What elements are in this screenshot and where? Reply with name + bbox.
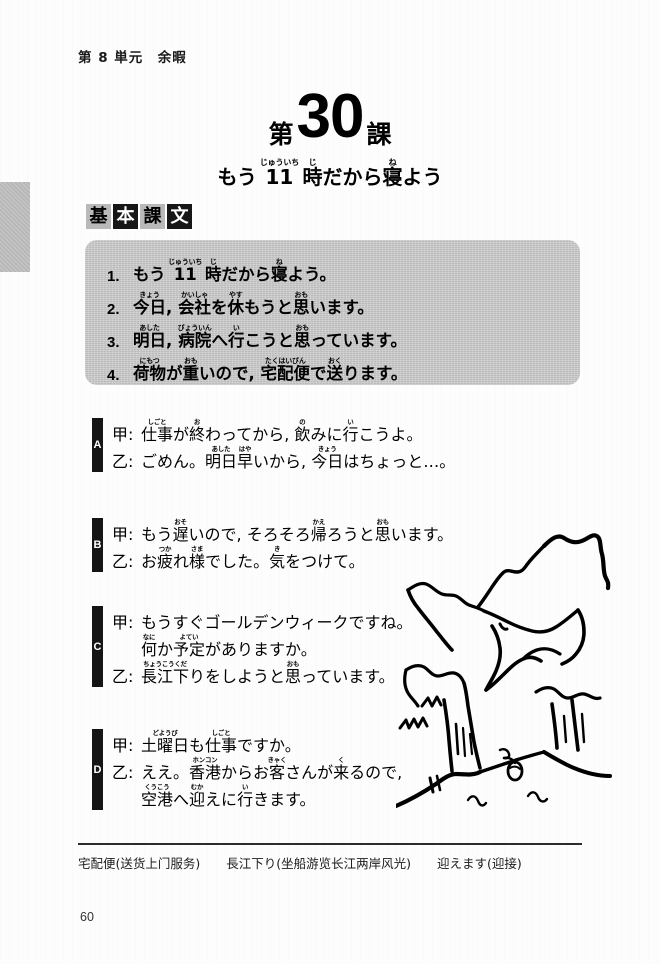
sentence-text: 今日きょう, 会社かいしゃを休やすもうと思おもいます。 [133, 291, 374, 317]
basic-sentence-row: 4. 荷物にもつが重おもいので, 宅配便たくはいびんで送おくります。 [85, 351, 580, 384]
speaker-label: 甲: [112, 425, 134, 444]
dialogue-text: 土曜日どようびも仕事しごとですか。 [141, 729, 301, 755]
dialogue-line: 空港くうこうへ迎むかえに行いきます。 [112, 783, 402, 810]
heading-char-4: 文 [167, 204, 192, 229]
dialogue-lines: 甲: 土曜日どようびも仕事しごとですか。 乙: ええ。香港ホンコンからお客きゃく… [103, 729, 402, 810]
dialogue-block-b: B 甲: もう遅おそいので, そろそろ帰かえろうと思おもいます。 乙: お疲つか… [92, 518, 453, 572]
dialogue-line: 乙: 長江下ちょうこうくだりをしようと思おもっています。 [112, 660, 413, 687]
dialogue-text: 仕事しごとが終おわってから, 飲のみに行いこうよ。 [141, 418, 423, 444]
dialogue-marker-d: D [92, 729, 103, 810]
lesson-title-prefix: 第 [268, 120, 294, 149]
dialogue-block-d: D 甲: 土曜日どようびも仕事しごとですか。 乙: ええ。香港ホンコンからお客き… [92, 729, 402, 810]
dialogue-lines: 甲: もうすぐゴールデンウィークですね。 何なにか予定よていがありますか。 乙:… [103, 606, 413, 687]
dialogue-block-c: C 甲: もうすぐゴールデンウィークですね。 何なにか予定よていがありますか。 … [92, 606, 413, 687]
speaker-label: 乙: [112, 763, 134, 782]
lesson-subtitle-ruby: もう 11じゅういち 時じだから寝ねよう [217, 158, 443, 189]
lesson-subtitle: もう 11じゅういち 時じだから寝ねよう [0, 158, 660, 190]
dialogue-text: もう遅おそいので, そろそろ帰かえろうと思おもいます。 [141, 518, 454, 544]
dialogue-line: 甲: 仕事しごとが終おわってから, 飲のみに行いこうよ。 [112, 418, 455, 445]
footnote-item: 長江下り(坐船游览长江两岸风光) [226, 856, 412, 871]
dialogue-text: 空港くうこうへ迎むかえに行いきます。 [141, 783, 316, 809]
dialogue-lines: 甲: 仕事しごとが終おわってから, 飲のみに行いこうよ。 乙: ごめん。明日あし… [103, 418, 455, 472]
speaker-label: 甲: [112, 736, 134, 755]
dialogue-lines: 甲: もう遅おそいので, そろそろ帰かえろうと思おもいます。 乙: お疲つかれ様… [103, 518, 453, 572]
dialogue-text: 長江下ちょうこうくだりをしようと思おもっています。 [141, 660, 395, 686]
lesson-title-suffix: 課 [366, 120, 392, 149]
footnote-divider [78, 843, 582, 845]
speaker-label: 乙: [112, 667, 134, 686]
dialogue-line: 甲: もう遅おそいので, そろそろ帰かえろうと思おもいます。 [112, 518, 453, 545]
unit-header: 第 8 単元 余暇 [78, 50, 187, 66]
page-number: 60 [80, 910, 94, 924]
basic-sentences-panel: 1. もう 11じゅういち 時じだから寝ねよう。 2. 今日きょう, 会社かいし… [85, 240, 580, 385]
dialogue-text: ごめん。明日あした早はやいから, 今日きょうはちょっと…。 [141, 445, 456, 471]
section-heading-kihon-kabun: 基 本 課 文 [86, 204, 192, 229]
yangtze-gorges-illustration [396, 533, 612, 809]
dialogue-text: 何なにか予定よていがありますか。 [141, 633, 317, 659]
heading-char-1: 基 [86, 204, 111, 229]
dialogue-line: 乙: ごめん。明日あした早はやいから, 今日きょうはちょっと…。 [112, 445, 455, 472]
sentence-text: 荷物にもつが重おもいので, 宅配便たくはいびんで送おくります。 [133, 357, 408, 383]
dialogue-line: 甲: 土曜日どようびも仕事しごとですか。 [112, 729, 402, 756]
sentence-number: 1. [107, 268, 120, 285]
basic-sentence-row: 1. もう 11じゅういち 時じだから寝ねよう。 [85, 252, 580, 285]
dialogue-line: 甲: もうすぐゴールデンウィークですね。 [112, 606, 413, 633]
dialogue-marker-a: A [92, 418, 103, 472]
lesson-number: 30 [296, 82, 365, 151]
dialogue-text: ええ。香港ホンコンからお客きゃくさんが来くるので, [141, 756, 403, 782]
sentence-text: 明日あした, 病院びょういんへ行いこうと思おもっています。 [133, 324, 408, 350]
footnotes: 宅配便(送货上门服务) 長江下り(坐船游览长江两岸风光) 迎えます(迎接) [78, 853, 598, 872]
sentence-number: 2. [107, 301, 120, 318]
dialogue-block-a: A 甲: 仕事しごとが終おわってから, 飲のみに行いこうよ。 乙: ごめん。明日… [92, 418, 455, 472]
dialogue-marker-c: C [92, 606, 103, 687]
dialogue-line: 乙: ええ。香港ホンコンからお客きゃくさんが来くるので, [112, 756, 402, 783]
dialogue-line: 乙: お疲つかれ様さまでした。気きをつけて。 [112, 545, 453, 572]
footnote-item: 宅配便(送货上门服务) [78, 856, 201, 871]
dialogue-text: もうすぐゴールデンウィークですね。 [141, 613, 413, 632]
heading-char-3: 課 [140, 204, 165, 229]
basic-sentence-row: 2. 今日きょう, 会社かいしゃを休やすもうと思おもいます。 [85, 285, 580, 318]
speaker-label: 甲: [112, 613, 134, 632]
speaker-label: 乙: [112, 452, 134, 471]
side-index-tab [0, 182, 30, 272]
dialogue-text: お疲つかれ様さまでした。気きをつけて。 [141, 545, 365, 571]
dialogue-marker-b: B [92, 518, 103, 572]
footnote-item: 迎えます(迎接) [437, 856, 522, 871]
sentence-text: もう 11じゅういち 時じだから寝ねよう。 [133, 258, 337, 284]
speaker-label: 乙: [112, 552, 134, 571]
sentence-number: 4. [107, 367, 120, 384]
basic-sentence-row: 3. 明日あした, 病院びょういんへ行いこうと思おもっています。 [85, 318, 580, 351]
sentence-number: 3. [107, 334, 120, 351]
speaker-label: 甲: [112, 525, 134, 544]
heading-char-2: 本 [113, 204, 138, 229]
dialogue-line: 何なにか予定よていがありますか。 [112, 633, 413, 660]
